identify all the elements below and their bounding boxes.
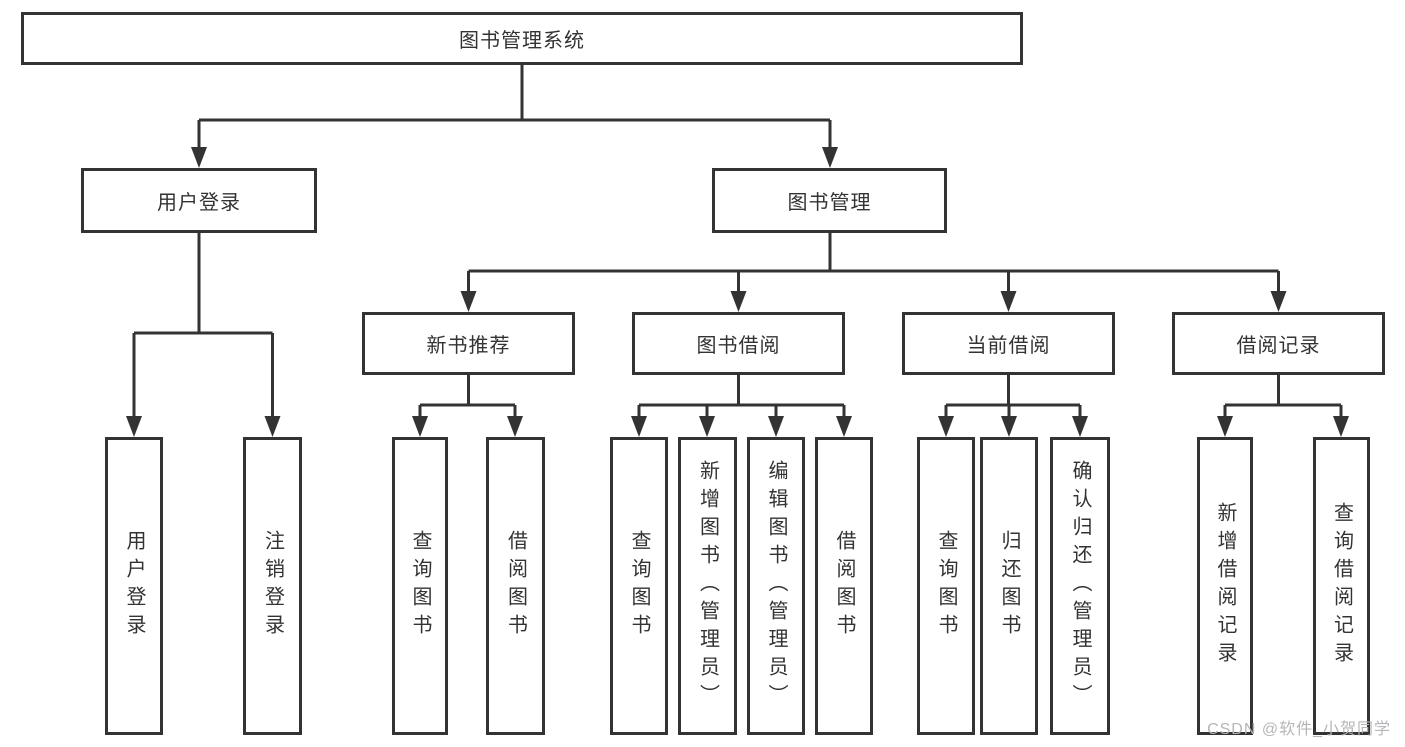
node-book-borrow-label: 图书借阅 bbox=[696, 335, 781, 357]
node-book-management-label: 图书管理 bbox=[787, 192, 872, 214]
node-new-book-recommend: 新书推荐 bbox=[362, 312, 575, 375]
connector-user-login-group bbox=[132, 233, 274, 418]
connector-current-borrow-group bbox=[944, 375, 1082, 418]
leaf-query-borrow-record-label: 查询借阅记录 bbox=[1330, 502, 1353, 670]
leaf-edit-books-admin: 编辑图书（管理员） bbox=[747, 437, 805, 735]
node-new-book-recommend-label: 新书推荐 bbox=[426, 335, 511, 357]
arrowhead bbox=[631, 416, 647, 437]
arrowhead bbox=[768, 416, 784, 437]
node-borrow-records: 借阅记录 bbox=[1172, 312, 1385, 375]
leaf-borrow-books-1-label: 借阅图书 bbox=[504, 530, 527, 642]
arrowhead bbox=[460, 291, 477, 312]
arrowhead bbox=[1217, 416, 1233, 437]
leaf-user-login-label: 用户登录 bbox=[123, 530, 145, 642]
node-current-borrow-label: 当前借阅 bbox=[966, 335, 1051, 357]
leaf-add-books-admin: 新增图书（管理员） bbox=[678, 437, 737, 735]
leaf-add-borrow-record: 新增借阅记录 bbox=[1197, 437, 1253, 735]
node-root: 图书管理系统 bbox=[21, 12, 1023, 65]
leaf-query-books-1: 查询图书 bbox=[392, 437, 448, 735]
arrowhead bbox=[1001, 416, 1017, 437]
leaf-user-login: 用户登录 bbox=[105, 437, 163, 735]
leaf-query-borrow-record: 查询借阅记录 bbox=[1313, 437, 1370, 735]
leaf-add-borrow-record-label: 新增借阅记录 bbox=[1214, 502, 1236, 670]
arrowhead bbox=[507, 416, 523, 437]
arrowhead bbox=[730, 291, 747, 312]
leaf-borrow-books-2-label: 借阅图书 bbox=[833, 530, 855, 642]
connector-new-book-group bbox=[418, 375, 517, 418]
leaf-add-books-admin-label: 新增图书（管理员） bbox=[696, 460, 719, 712]
node-user-login-label: 用户登录 bbox=[157, 192, 241, 214]
arrowhead bbox=[1270, 291, 1287, 312]
leaf-borrow-books-1: 借阅图书 bbox=[486, 437, 545, 735]
leaf-return-books-label: 归还图书 bbox=[998, 530, 1020, 642]
leaf-query-books-3-label: 查询图书 bbox=[935, 530, 957, 642]
leaf-query-books-2: 查询图书 bbox=[610, 437, 668, 735]
leaf-query-books-1-label: 查询图书 bbox=[409, 530, 431, 642]
arrowhead bbox=[412, 416, 428, 437]
leaf-edit-books-admin-label: 编辑图书（管理员） bbox=[765, 460, 787, 712]
watermark: CSDN @软件_小贺同学 bbox=[1207, 721, 1391, 738]
node-current-borrow: 当前借阅 bbox=[902, 312, 1115, 375]
connector-root-to-level2 bbox=[197, 65, 832, 149]
arrowhead bbox=[1072, 416, 1088, 437]
arrowhead bbox=[1333, 416, 1349, 437]
arrowhead bbox=[191, 147, 207, 168]
leaf-confirm-return-admin: 确认归还（管理员） bbox=[1050, 437, 1110, 735]
node-book-management: 图书管理 bbox=[712, 168, 947, 233]
arrowhead bbox=[699, 416, 715, 437]
leaf-query-books-2-label: 查询图书 bbox=[628, 530, 650, 642]
leaf-confirm-return-admin-label: 确认归还（管理员） bbox=[1069, 460, 1091, 712]
leaf-borrow-books-2: 借阅图书 bbox=[815, 437, 873, 735]
leaf-return-books: 归还图书 bbox=[980, 437, 1038, 735]
connector-borrow-records-group bbox=[1223, 375, 1343, 418]
connector-book-management-group bbox=[467, 233, 1280, 293]
leaf-query-books-3: 查询图书 bbox=[917, 437, 975, 735]
node-root-label: 图书管理系统 bbox=[459, 30, 585, 52]
connector-book-borrow-group bbox=[637, 375, 846, 418]
leaf-logout: 注销登录 bbox=[243, 437, 302, 735]
node-user-login: 用户登录 bbox=[81, 168, 317, 233]
node-book-borrow: 图书借阅 bbox=[632, 312, 845, 375]
leaf-logout-label: 注销登录 bbox=[261, 530, 284, 642]
arrowhead bbox=[1000, 291, 1017, 312]
arrowhead bbox=[938, 416, 954, 437]
arrowhead bbox=[126, 416, 142, 437]
arrowhead bbox=[822, 147, 838, 168]
node-borrow-records-label: 借阅记录 bbox=[1236, 335, 1321, 357]
arrowhead bbox=[836, 416, 852, 437]
arrowhead bbox=[264, 416, 281, 437]
